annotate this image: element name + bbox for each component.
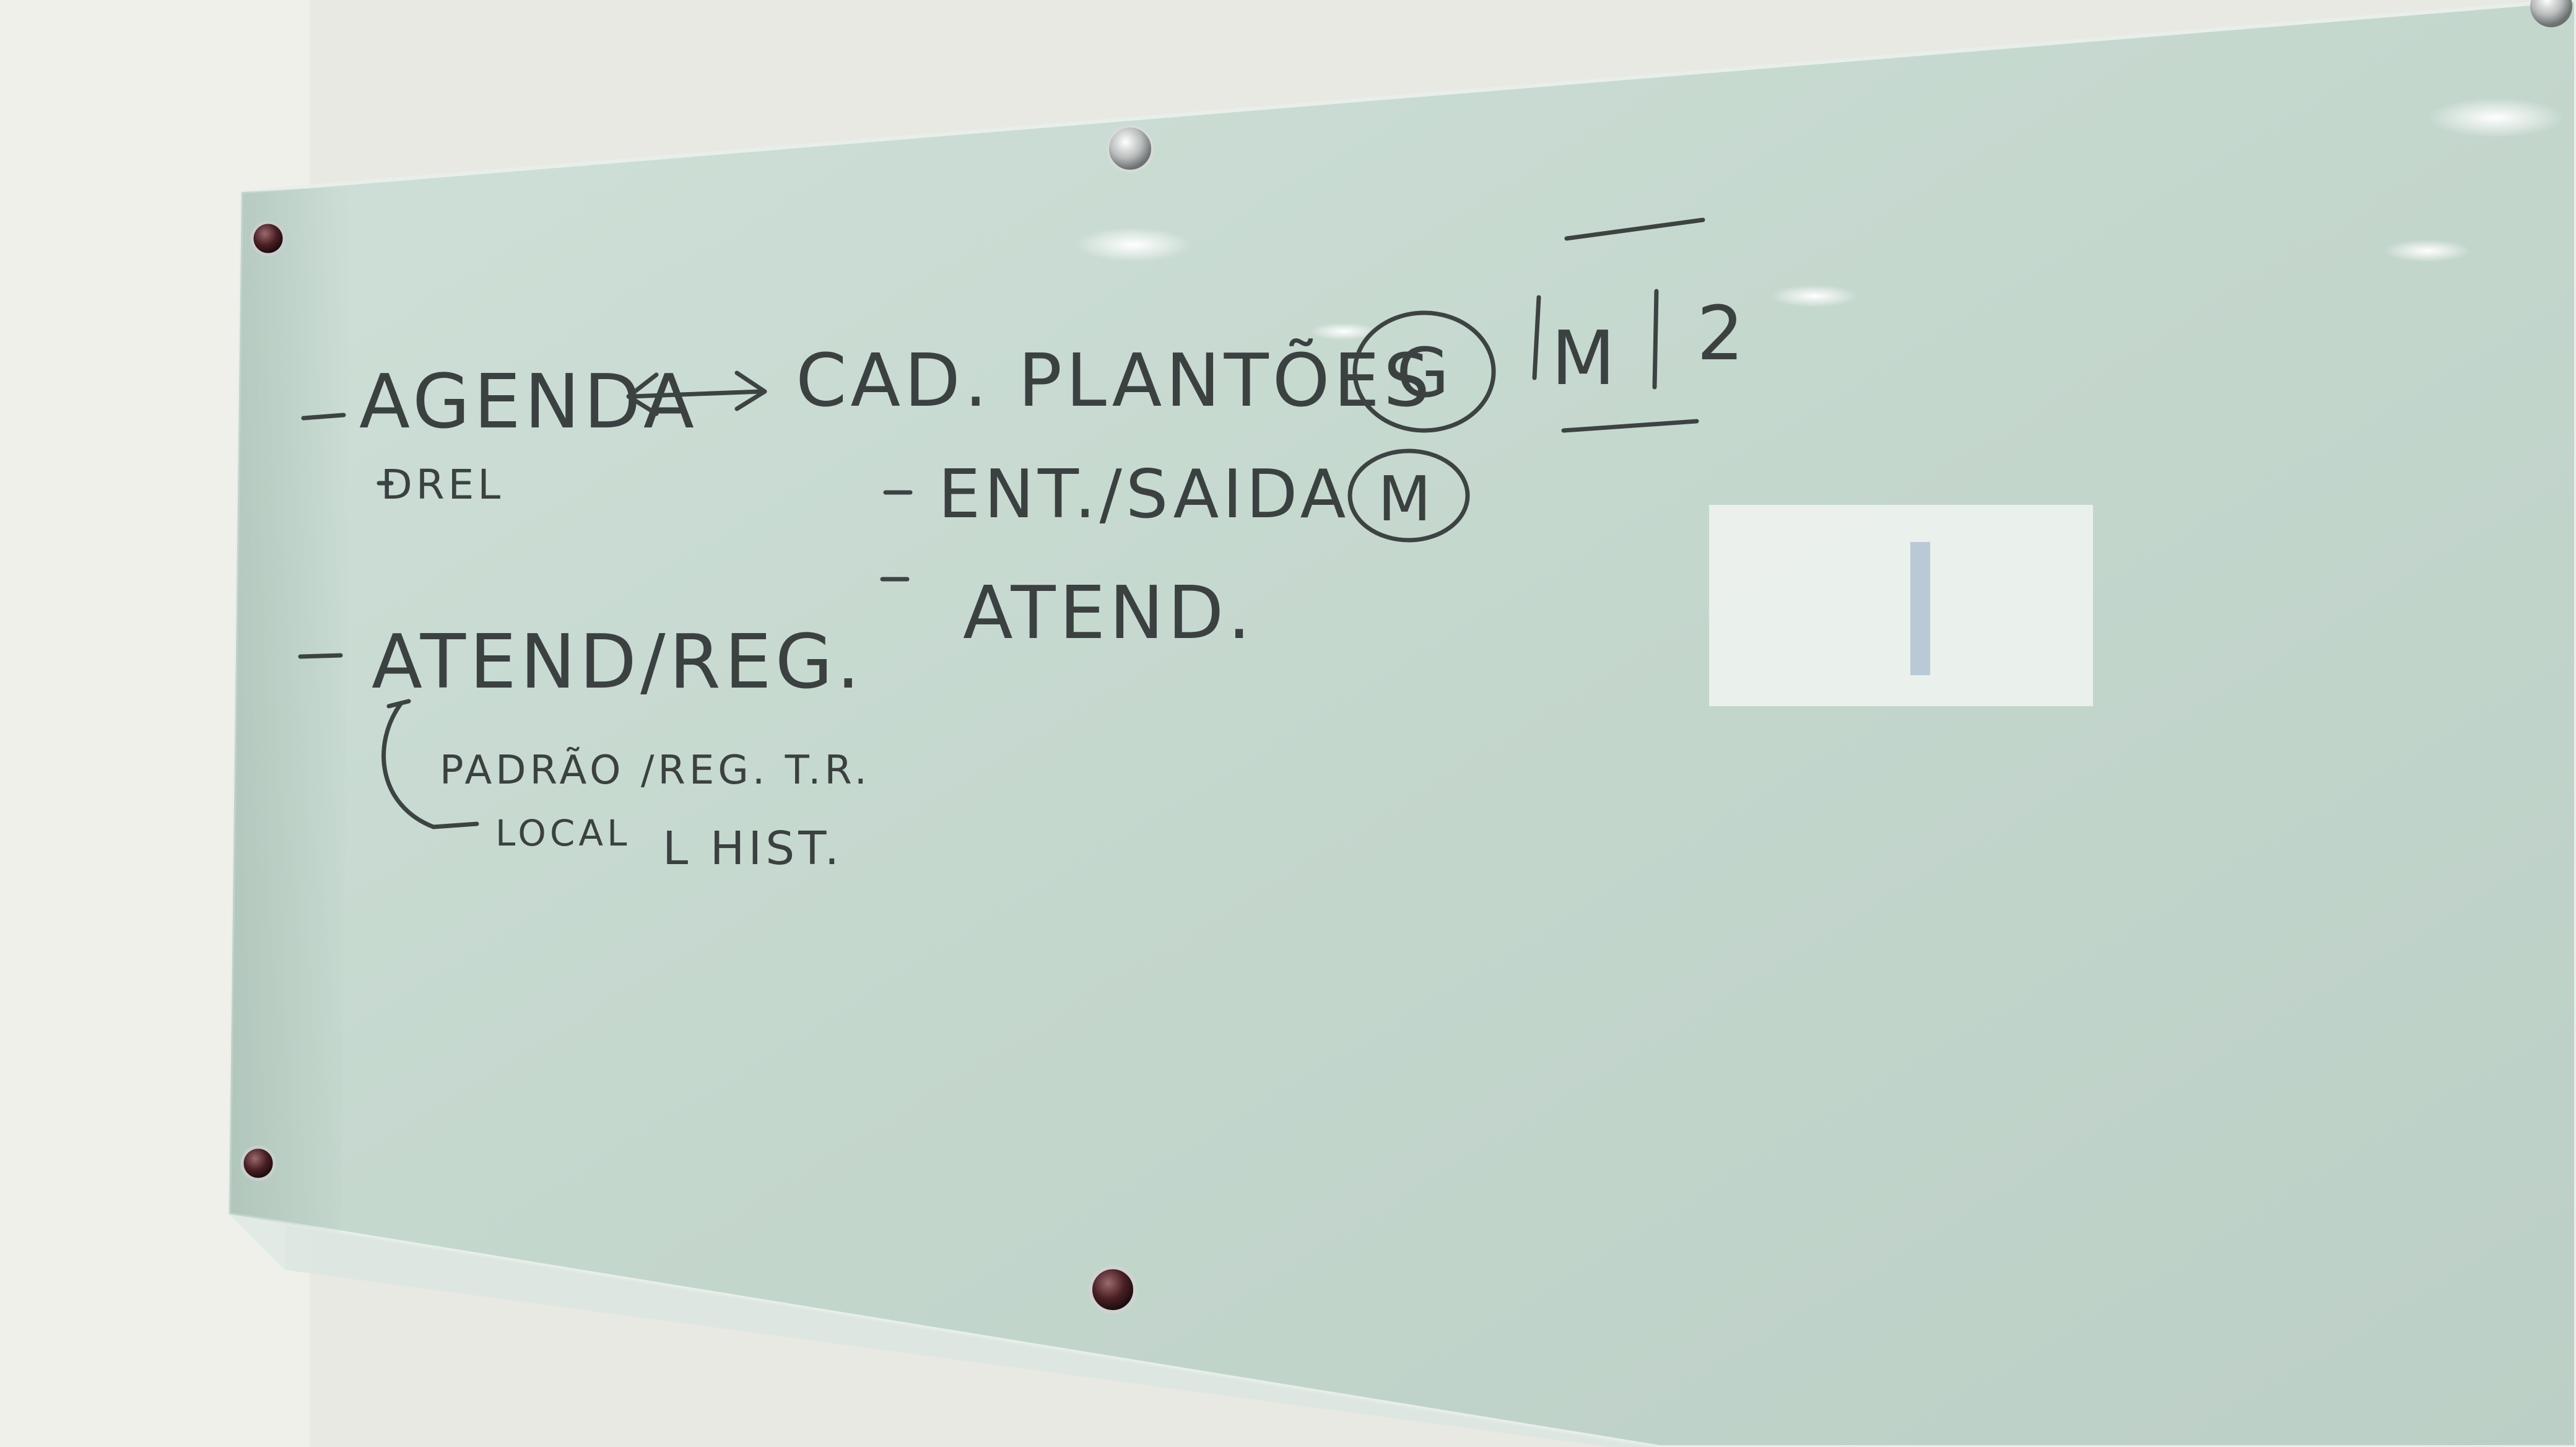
circled-badge — [1352, 310, 1496, 433]
note-agenda-sub: DREL — [381, 461, 504, 509]
ink-dash — [298, 653, 343, 659]
ceiling-light-reflection — [1074, 227, 1192, 262]
note-local: LOCAL — [495, 812, 630, 854]
double-arrow-icon — [626, 370, 767, 416]
projected-light-bar — [1910, 542, 1930, 675]
projected-light-rectangle — [1709, 505, 2093, 706]
circled-badge — [1347, 448, 1470, 543]
note-2: 2 — [1697, 291, 1747, 377]
note-atend: ATEND. — [963, 570, 1255, 655]
note-ent-saida: ENT./SAIDA — [938, 456, 1349, 533]
ink-bracket — [381, 701, 479, 829]
note-cad-plantoes: CAD. PLANTÕES — [796, 338, 1434, 423]
standoff-cap — [1089, 1266, 1137, 1314]
note-padrao-reg: PADRÃO /REG. T.R. — [440, 747, 871, 793]
note-hist: L HIST. — [663, 822, 843, 875]
glass-bottom-edge — [229, 1214, 1660, 1447]
ceiling-light-reflection — [1310, 323, 1378, 340]
standoff-cap — [240, 1145, 276, 1181]
ink-divider — [1652, 289, 1659, 390]
note-atend-reg: ATEND/REG. — [372, 619, 864, 706]
note-agenda: AGENDA — [359, 359, 698, 445]
standoff-cap — [2530, 0, 2572, 27]
ink-line — [1561, 419, 1699, 433]
ink-divider — [1532, 295, 1541, 380]
standoff-cap — [1107, 125, 1154, 172]
glass-whiteboard — [227, 0, 2576, 1447]
ink-dash — [301, 413, 346, 421]
ink-dash — [386, 699, 411, 709]
ceiling-light-reflection — [2384, 240, 2471, 262]
badge-g: G — [1396, 333, 1453, 413]
ceiling-light-reflection — [2427, 98, 2564, 138]
badge-m: M — [1378, 463, 1435, 535]
ink-line — [1564, 217, 1705, 241]
glass-edge-shade — [229, 186, 353, 1233]
note-m: M — [1551, 316, 1619, 402]
ceiling-light-reflection — [1771, 285, 1858, 307]
standoff-cap — [250, 221, 286, 256]
